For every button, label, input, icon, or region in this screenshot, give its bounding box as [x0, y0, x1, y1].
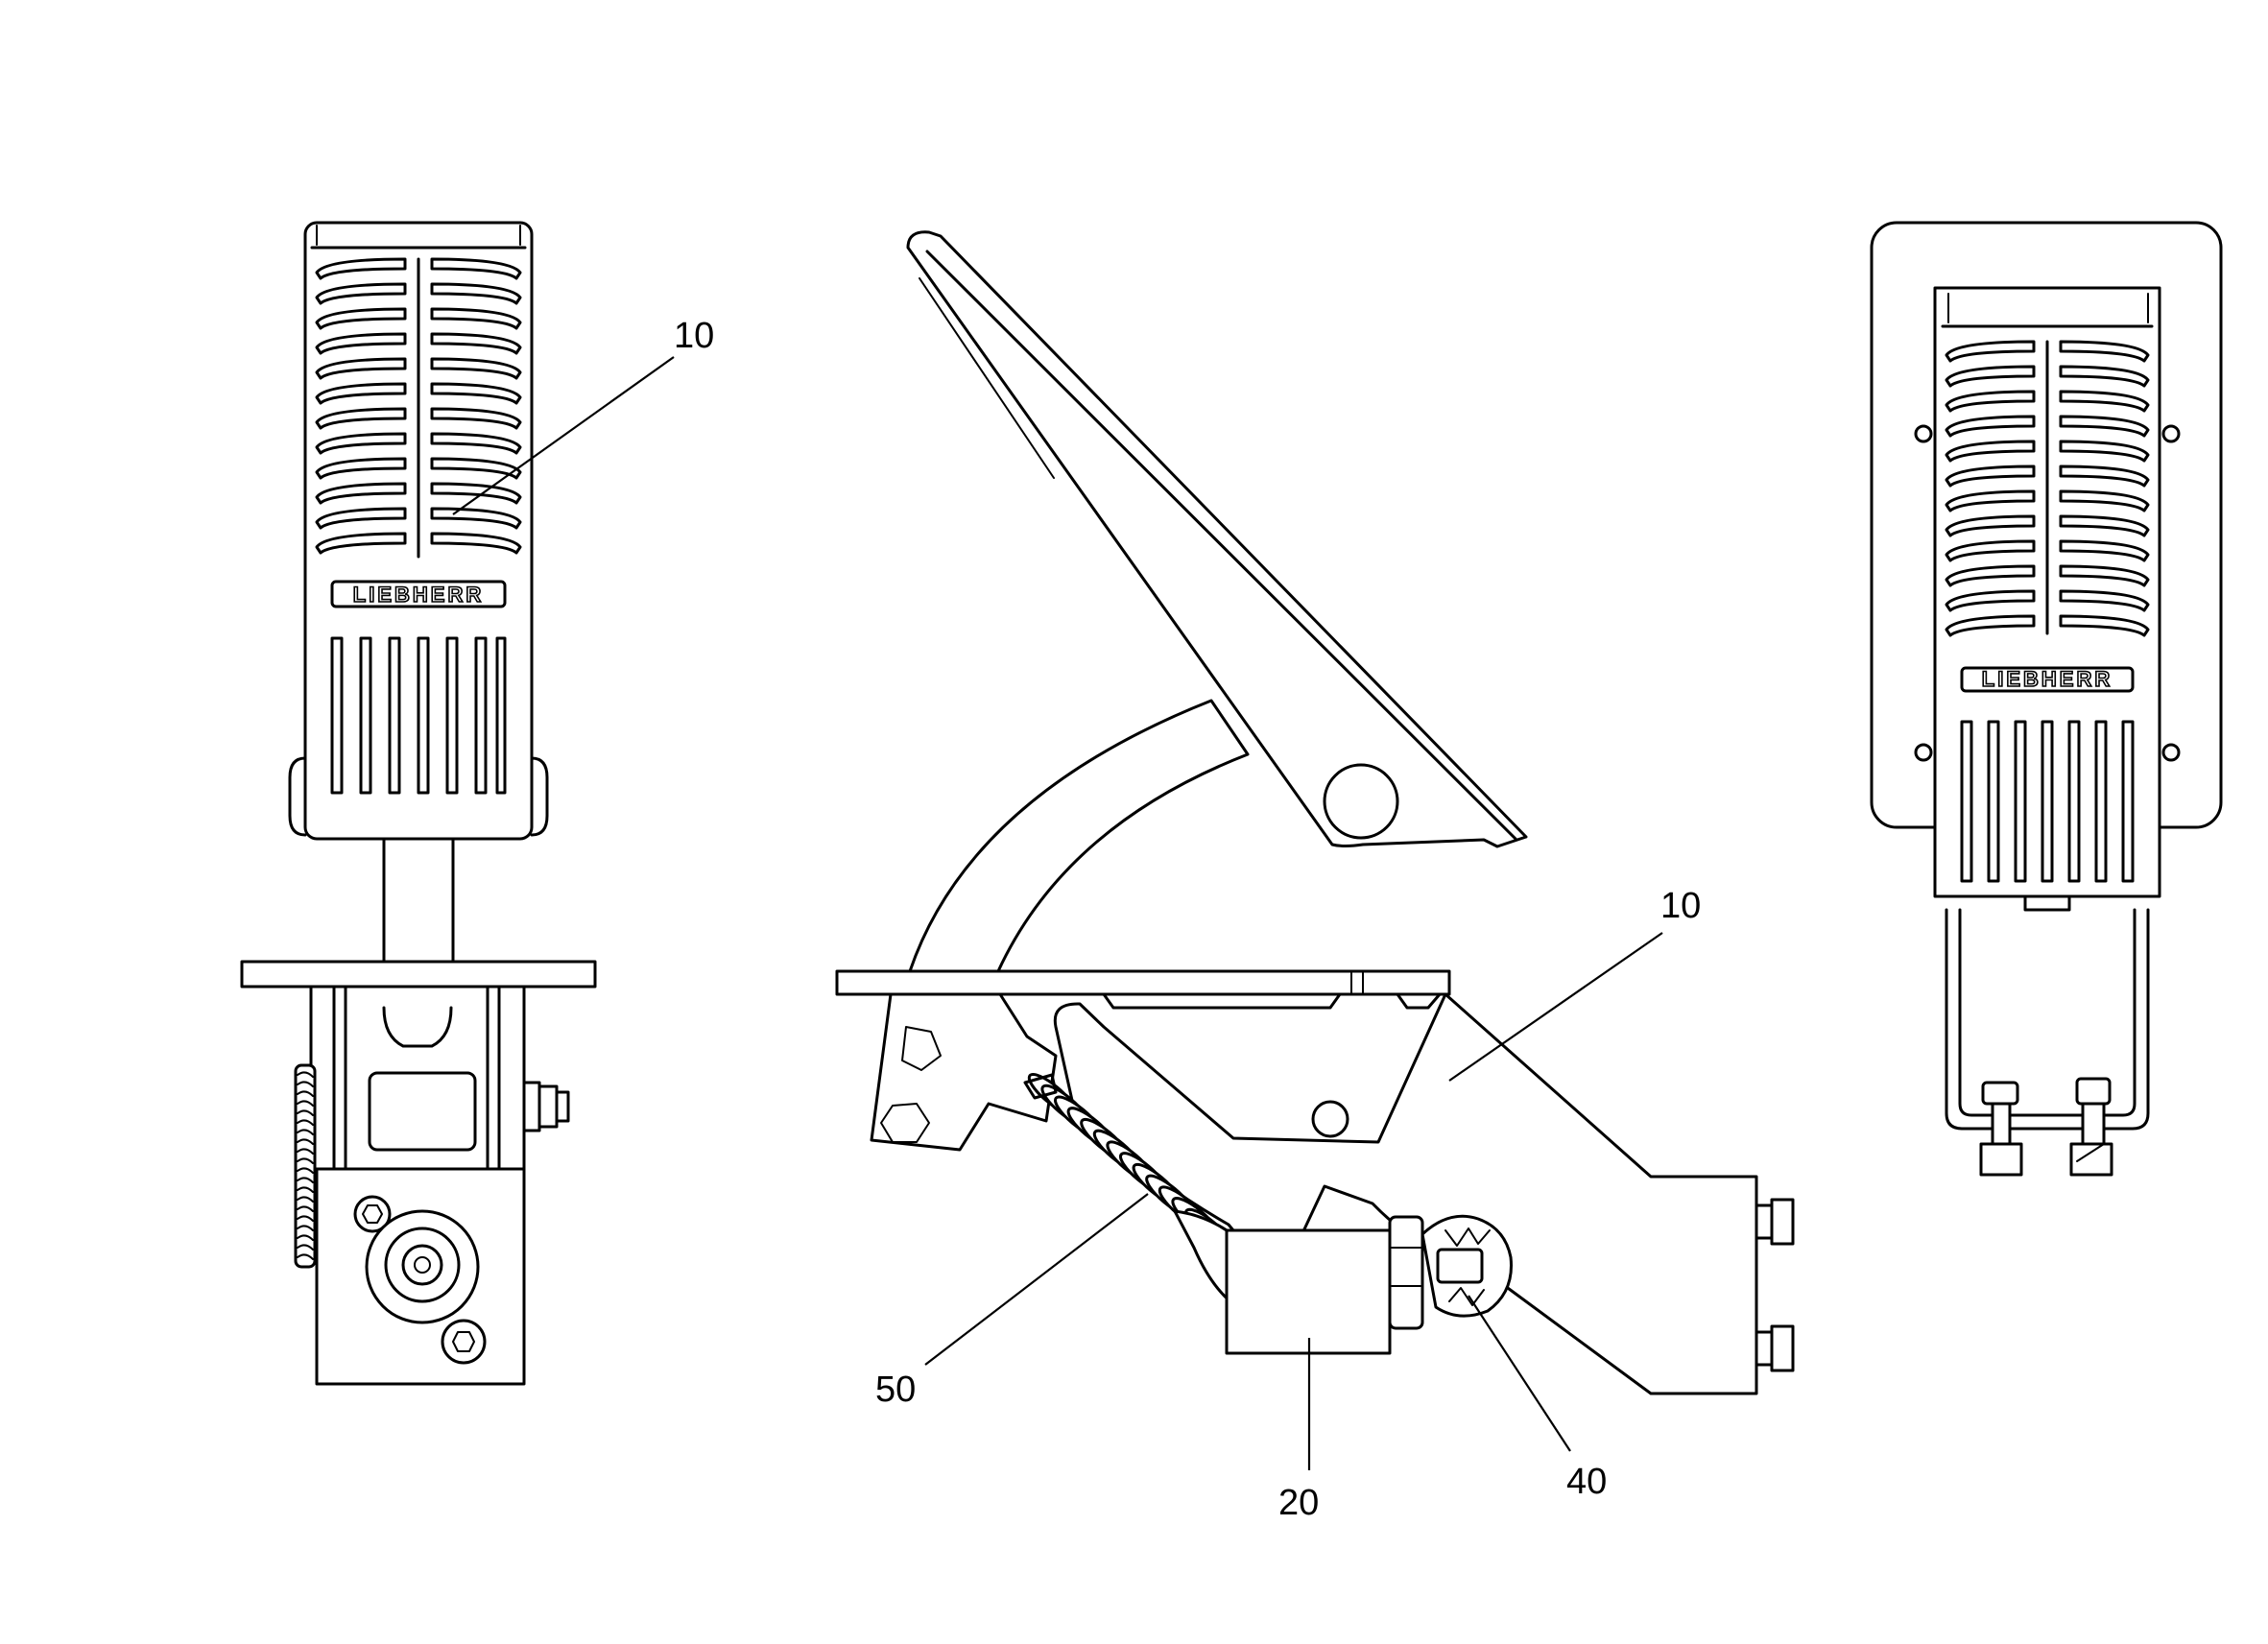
rear-pad-slots — [1945, 340, 2150, 637]
spring-coil — [297, 1119, 314, 1126]
spring-coil — [297, 1138, 314, 1145]
pad-slot — [430, 507, 522, 530]
pad-slot — [2059, 564, 2150, 587]
spring-coil — [297, 1253, 314, 1260]
front-view: LIEBHERR — [240, 221, 597, 1386]
spring-coil — [297, 1244, 314, 1251]
pad-slot — [315, 532, 407, 555]
spring-coil — [297, 1196, 314, 1203]
pad-slot — [430, 257, 522, 280]
spring-coil — [297, 1109, 314, 1116]
pad-slot — [1945, 589, 2036, 612]
pad-slot — [315, 482, 407, 505]
pad-slot — [315, 382, 407, 405]
pad-slot — [430, 357, 522, 380]
pad-slot — [315, 507, 407, 530]
pad-slot — [315, 257, 407, 280]
pad-slot — [315, 282, 407, 305]
spring-coil — [297, 1090, 314, 1097]
pad-slot — [315, 407, 407, 430]
pad-slot — [430, 382, 522, 405]
pad-slot — [430, 457, 522, 480]
pad-slot — [430, 282, 522, 305]
pad-slot — [1945, 390, 2036, 413]
spring-coil — [297, 1081, 314, 1087]
spring-coil — [297, 1100, 314, 1107]
pad-slot — [2059, 390, 2150, 413]
brand-logo-front: LIEBHERR — [353, 583, 484, 607]
spring-coil — [297, 1215, 314, 1222]
pad-slot — [2059, 440, 2150, 463]
pad-slot — [1945, 440, 2036, 463]
pad-slot — [315, 357, 407, 380]
front-spring — [294, 1063, 317, 1269]
pad-slot — [2059, 340, 2150, 363]
pad-slot — [2059, 589, 2150, 612]
pad-slot — [1945, 539, 2036, 562]
pad-slot — [315, 332, 407, 355]
callout-20: 20 — [1278, 1483, 1319, 1523]
pad-slot — [430, 432, 522, 455]
pad-slot — [315, 307, 407, 330]
spring-coil — [297, 1186, 314, 1193]
pad-slot — [2059, 465, 2150, 488]
pad-slot — [430, 532, 522, 555]
brand-logo-rear: LIEBHERR — [1982, 667, 2113, 691]
callout-50: 50 — [875, 1370, 916, 1410]
callout-10-front: 10 — [674, 316, 714, 356]
pad-slot — [2059, 614, 2150, 637]
spring-coil — [297, 1129, 314, 1135]
rear-pad-ribs — [1960, 720, 2135, 883]
rear-view: LIEBHERR — [1870, 221, 2223, 1177]
callout-40: 40 — [1566, 1462, 1607, 1502]
spring-coil — [297, 1071, 314, 1078]
spring-coil — [297, 1167, 314, 1174]
spring-coil — [297, 1225, 314, 1231]
pad-slot — [430, 482, 522, 505]
pad-slot — [2059, 514, 2150, 537]
spring-coil — [297, 1205, 314, 1212]
side-view — [835, 230, 1795, 1395]
callout-10-side: 10 — [1660, 886, 1701, 926]
pad-slot — [430, 407, 522, 430]
spring-coil — [297, 1177, 314, 1183]
pad-slot — [315, 432, 407, 455]
pad-slot — [1945, 465, 2036, 488]
pad-slot — [1945, 415, 2036, 438]
pad-slot — [1945, 365, 2036, 388]
spring-coil — [297, 1148, 314, 1155]
pad-slot — [1945, 564, 2036, 587]
pad-ribs — [330, 636, 507, 795]
pad-slot — [1945, 614, 2036, 637]
pad-slot — [1945, 340, 2036, 363]
pad-slot — [2059, 415, 2150, 438]
pad-slot — [430, 307, 522, 330]
pad-slot — [430, 332, 522, 355]
spring-coil — [297, 1234, 314, 1241]
pad-slot — [1945, 514, 2036, 537]
spring-coil — [297, 1157, 314, 1164]
pad-slot — [2059, 365, 2150, 388]
pad-slots — [315, 257, 522, 555]
pad-slot — [1945, 489, 2036, 512]
leader-lines — [452, 356, 1663, 1470]
pad-slot — [315, 457, 407, 480]
pad-slot — [2059, 489, 2150, 512]
pad-slot — [2059, 539, 2150, 562]
